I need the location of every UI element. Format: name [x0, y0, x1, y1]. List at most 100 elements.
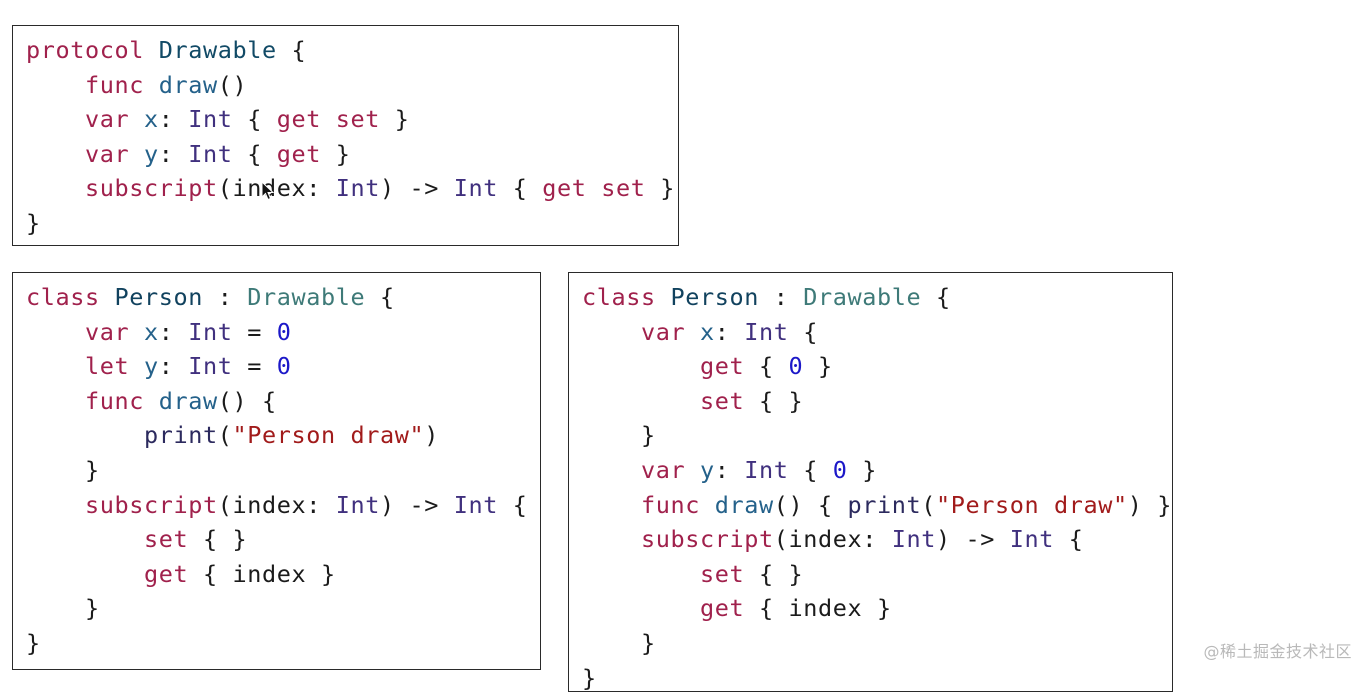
code-text: [144, 71, 159, 99]
property-name: x: [700, 317, 715, 346]
code-line: }: [582, 626, 1172, 661]
keyword: subscript: [85, 490, 218, 519]
string-literal: "Person draw": [936, 490, 1128, 519]
keyword: set: [335, 105, 380, 134]
code-text: [26, 174, 85, 202]
keyword: get: [700, 352, 745, 381]
code-line: var x: Int { get set }: [26, 102, 675, 137]
number-literal: 0: [276, 317, 292, 346]
type-name: Int: [1009, 525, 1054, 554]
conformed-protocol: Drawable: [803, 283, 922, 311]
code-text: () {: [773, 490, 848, 519]
code-line: var x: Int = 0: [26, 315, 527, 350]
code-line: func draw(): [26, 68, 675, 103]
code-text: :: [158, 105, 189, 134]
keyword: func: [85, 386, 144, 415]
code-text: {: [744, 352, 789, 381]
code-text: {: [921, 283, 951, 311]
code-text: [129, 318, 144, 346]
code-line: set { }: [582, 384, 1172, 419]
function-name: draw: [714, 490, 774, 519]
keyword: class: [582, 283, 656, 311]
code-text: () {: [217, 386, 277, 415]
code-text: ) }: [1127, 490, 1172, 519]
code-text: {: [232, 105, 277, 134]
code-line: subscript(index: Int) -> Int {: [582, 522, 1172, 557]
code-line: class Person : Drawable {: [582, 280, 1172, 315]
code-text: ) ->: [935, 525, 1010, 554]
code-text: ) ->: [379, 174, 454, 203]
builtin-function: print: [144, 421, 218, 450]
keyword: func: [641, 490, 700, 519]
code-content: protocol Drawable { func draw() var x: I…: [26, 33, 675, 241]
builtin-function: print: [847, 490, 922, 519]
code-text: { }: [744, 559, 804, 588]
keyword: set: [700, 559, 745, 588]
code-text: [685, 456, 700, 484]
code-text: { }: [188, 525, 248, 554]
class-person-stored-properties-code-block: class Person : Drawable { var x: Int = 0…: [12, 272, 541, 670]
keyword: subscript: [85, 174, 218, 203]
code-text: }: [582, 663, 597, 692]
type-name: Int: [188, 317, 233, 346]
code-text: :: [203, 283, 248, 311]
code-text: [26, 105, 85, 133]
code-text: }: [847, 455, 877, 484]
code-text: (: [217, 421, 233, 450]
code-line: }: [582, 661, 1172, 695]
keyword: set: [144, 525, 189, 554]
code-text: }: [26, 208, 41, 237]
code-line: }: [582, 418, 1172, 453]
code-text: [26, 352, 85, 380]
code-line: let y: Int = 0: [26, 349, 527, 384]
code-line: func draw() { print("Person draw") }: [582, 488, 1172, 523]
code-line: protocol Drawable {: [26, 33, 675, 68]
code-text: (index:: [217, 174, 336, 203]
code-text: [100, 283, 115, 311]
property-name: x: [144, 105, 159, 134]
code-text: [26, 71, 85, 99]
code-text: [700, 491, 715, 519]
keyword: get: [700, 594, 745, 623]
code-line: set { }: [26, 522, 527, 557]
mouse-cursor-icon: [261, 181, 275, 201]
code-text: {: [1053, 525, 1084, 554]
code-text: {: [365, 283, 395, 311]
keyword: get: [542, 174, 587, 203]
code-line: get { 0 }: [582, 349, 1172, 384]
code-text: (): [217, 70, 248, 99]
code-text: { index }: [188, 559, 336, 588]
type-name: Int: [188, 352, 233, 381]
keyword: set: [601, 174, 646, 203]
code-text: ) ->: [379, 490, 454, 519]
keyword: get: [276, 105, 321, 134]
code-text: }: [380, 105, 410, 134]
keyword: get: [144, 559, 189, 588]
code-line: print("Person draw"): [26, 418, 527, 453]
function-name: draw: [158, 386, 218, 415]
type-name: Int: [891, 525, 936, 554]
code-text: }: [582, 628, 656, 657]
code-content: class Person : Drawable { var x: Int = 0…: [26, 280, 527, 661]
code-text: [26, 140, 85, 168]
code-text: (index:: [217, 490, 336, 519]
class-name: Person: [670, 283, 759, 311]
code-text: :: [714, 455, 745, 484]
conformed-protocol: Drawable: [247, 283, 366, 311]
code-text: (index:: [773, 525, 892, 554]
number-literal: 0: [832, 455, 848, 484]
code-text: { }: [744, 386, 804, 415]
code-text: {: [788, 317, 818, 346]
code-text: }: [321, 139, 351, 168]
code-text: { index }: [744, 594, 892, 623]
keyword: func: [85, 70, 144, 99]
code-text: [656, 283, 671, 311]
code-text: {: [232, 139, 277, 168]
code-text: [129, 105, 144, 133]
code-content: class Person : Drawable { var x: Int { g…: [582, 280, 1172, 695]
code-text: [582, 525, 641, 553]
code-text: :: [158, 317, 189, 346]
code-text: [26, 318, 85, 346]
code-text: =: [232, 352, 277, 381]
type-name: Int: [453, 174, 498, 203]
